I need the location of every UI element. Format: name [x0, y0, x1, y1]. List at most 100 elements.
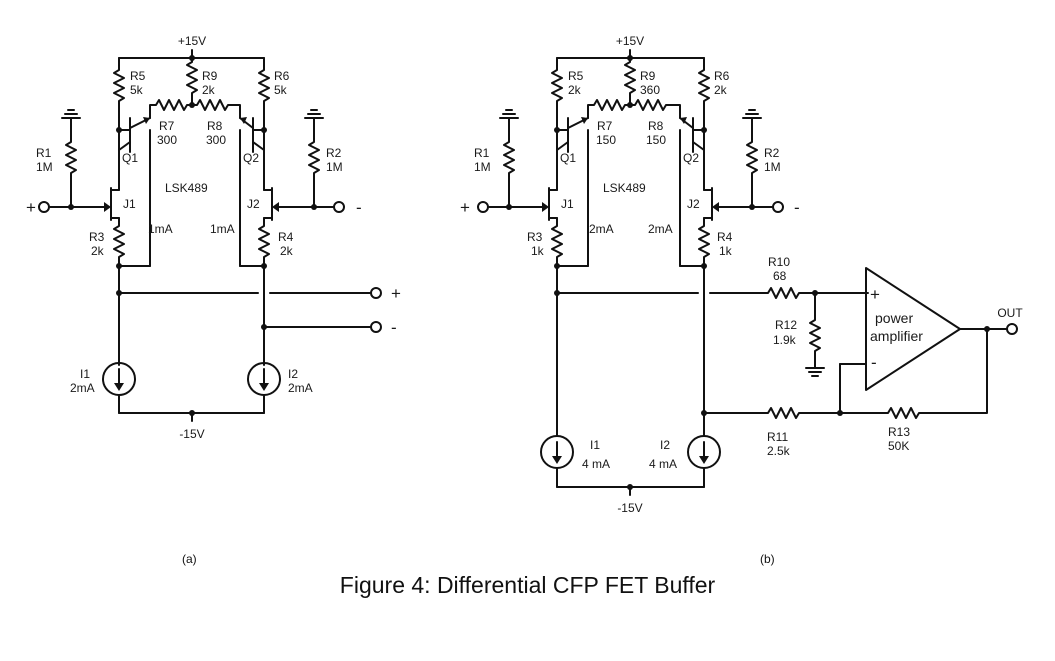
input-minus-sign-a: -: [356, 198, 362, 217]
i2-name-a: I2: [288, 367, 298, 381]
r9-value-a: 2k: [202, 83, 216, 97]
resistor-r9-a: [186, 57, 198, 106]
chip-label-a: LSK489: [165, 181, 208, 195]
resistor-r11-b: [764, 407, 886, 419]
j1-label-b: J1: [561, 197, 574, 211]
r5-value-b: 2k: [568, 83, 582, 97]
resistor-r6-a: [258, 57, 270, 119]
r5-name-b: R5: [568, 69, 584, 83]
transistor-q1-a: [118, 117, 151, 153]
resistor-r12-b: [805, 292, 825, 377]
output-lines-b: [556, 265, 766, 437]
q1-label-b: Q1: [560, 151, 576, 165]
fet-j1-b: [548, 149, 558, 223]
current-left-b: 2mA: [589, 222, 614, 236]
r7-name-b: R7: [597, 119, 613, 133]
fet-j2-b: [703, 149, 713, 223]
r4-value-a: 2k: [280, 244, 294, 258]
resistor-r7-r8-b: [587, 99, 681, 119]
r4-name-a: R4: [278, 230, 294, 244]
r8-value-a: 300: [206, 133, 226, 147]
supply-pos-label-b: +15V: [616, 34, 644, 48]
r3-value-b: 1k: [531, 244, 545, 258]
transistor-q2-b: [679, 117, 705, 153]
r11-name-b: R11: [767, 430, 788, 444]
amp-label-line1: power: [875, 310, 913, 326]
panel-b-label: (b): [760, 552, 775, 566]
current-right-a: 1mA: [210, 222, 235, 236]
resistor-r6-b: [698, 57, 710, 119]
current-left-a: 1mA: [148, 222, 173, 236]
output-lines-a: [118, 265, 371, 366]
q2-label-b: Q2: [683, 151, 699, 165]
r2-value-b: 1M: [764, 160, 781, 174]
negative-rail-b: [556, 467, 705, 496]
input-plus-line-a: [49, 109, 105, 208]
r1-value-a: 1M: [36, 160, 53, 174]
supply-neg-label-a: -15V: [179, 427, 204, 441]
i1-name-a: I1: [80, 367, 90, 381]
r2-name-a: R2: [326, 146, 342, 160]
r12-value-b: 1.9k: [773, 333, 797, 347]
resistor-r5-b: [551, 57, 563, 119]
q1-label-a: Q1: [122, 151, 138, 165]
feedback-line-b: [839, 363, 867, 414]
r3-name-b: R3: [527, 230, 543, 244]
current-source-i1-b: [540, 435, 574, 469]
current-source-i2-b: [687, 435, 721, 469]
r8-name-b: R8: [648, 119, 664, 133]
output-plus-sign-a: +: [391, 284, 401, 303]
r6-name-b: R6: [714, 69, 730, 83]
r5-value-a: 5k: [130, 83, 144, 97]
r12-name-b: R12: [775, 318, 797, 332]
r2-value-a: 1M: [326, 160, 343, 174]
input-plus-line-b: [488, 109, 543, 208]
input-plus-sign-a: +: [26, 198, 36, 217]
circuit-a: +15V: [26, 34, 401, 441]
r8-name-a: R8: [207, 119, 223, 133]
r2-name-b: R2: [764, 146, 780, 160]
amp-minus-sign: -: [871, 353, 877, 372]
negative-rail-a: [118, 394, 265, 422]
r7-value-a: 300: [157, 133, 177, 147]
r6-name-a: R6: [274, 69, 290, 83]
supply-neg-label-b: -15V: [617, 501, 642, 515]
amp-plus-sign: +: [870, 285, 880, 304]
power-amplifier: [865, 267, 1007, 391]
r10-name-b: R10: [768, 255, 790, 269]
amp-label-line2: amplifier: [870, 328, 923, 344]
fet-j2-a: [263, 149, 273, 223]
j2-label-b: J2: [687, 197, 700, 211]
panel-a-label: (a): [182, 552, 197, 566]
r3-value-a: 2k: [91, 244, 105, 258]
r5-name-a: R5: [130, 69, 146, 83]
r13-value-b: 50K: [888, 439, 909, 453]
r7-name-a: R7: [159, 119, 175, 133]
resistor-r9-b: [624, 57, 636, 106]
r1-name-a: R1: [36, 146, 52, 160]
r1-value-b: 1M: [474, 160, 491, 174]
i1-name-b: I1: [590, 438, 600, 452]
r7-value-b: 150: [596, 133, 616, 147]
r4-value-b: 1k: [719, 244, 733, 258]
resistor-r13-b: [884, 328, 988, 419]
i2-value-b: 4 mA: [649, 457, 677, 471]
r10-value-b: 68: [773, 269, 787, 283]
output-minus-sign-a: -: [391, 318, 397, 337]
i1-value-a: 2mA: [70, 381, 95, 395]
current-source-i1-a: [102, 362, 136, 396]
r13-name-b: R13: [888, 425, 910, 439]
transistor-q1-b: [556, 117, 589, 153]
supply-pos-label-a: +15V: [178, 34, 206, 48]
chip-label-b: LSK489: [603, 181, 646, 195]
input-minus-line-a: [278, 109, 334, 208]
input-minus-sign-b: -: [794, 198, 800, 217]
circuit-b: +15V: [460, 34, 1023, 515]
input-plus-sign-b: +: [460, 198, 470, 217]
out-label-b: OUT: [997, 306, 1023, 320]
resistor-r10-b: [764, 287, 869, 299]
figure-caption: Figure 4: Differential CFP FET Buffer: [339, 572, 716, 598]
fet-j1-a: [110, 149, 120, 223]
i1-value-b: 4 mA: [582, 457, 610, 471]
r6-value-b: 2k: [714, 83, 728, 97]
